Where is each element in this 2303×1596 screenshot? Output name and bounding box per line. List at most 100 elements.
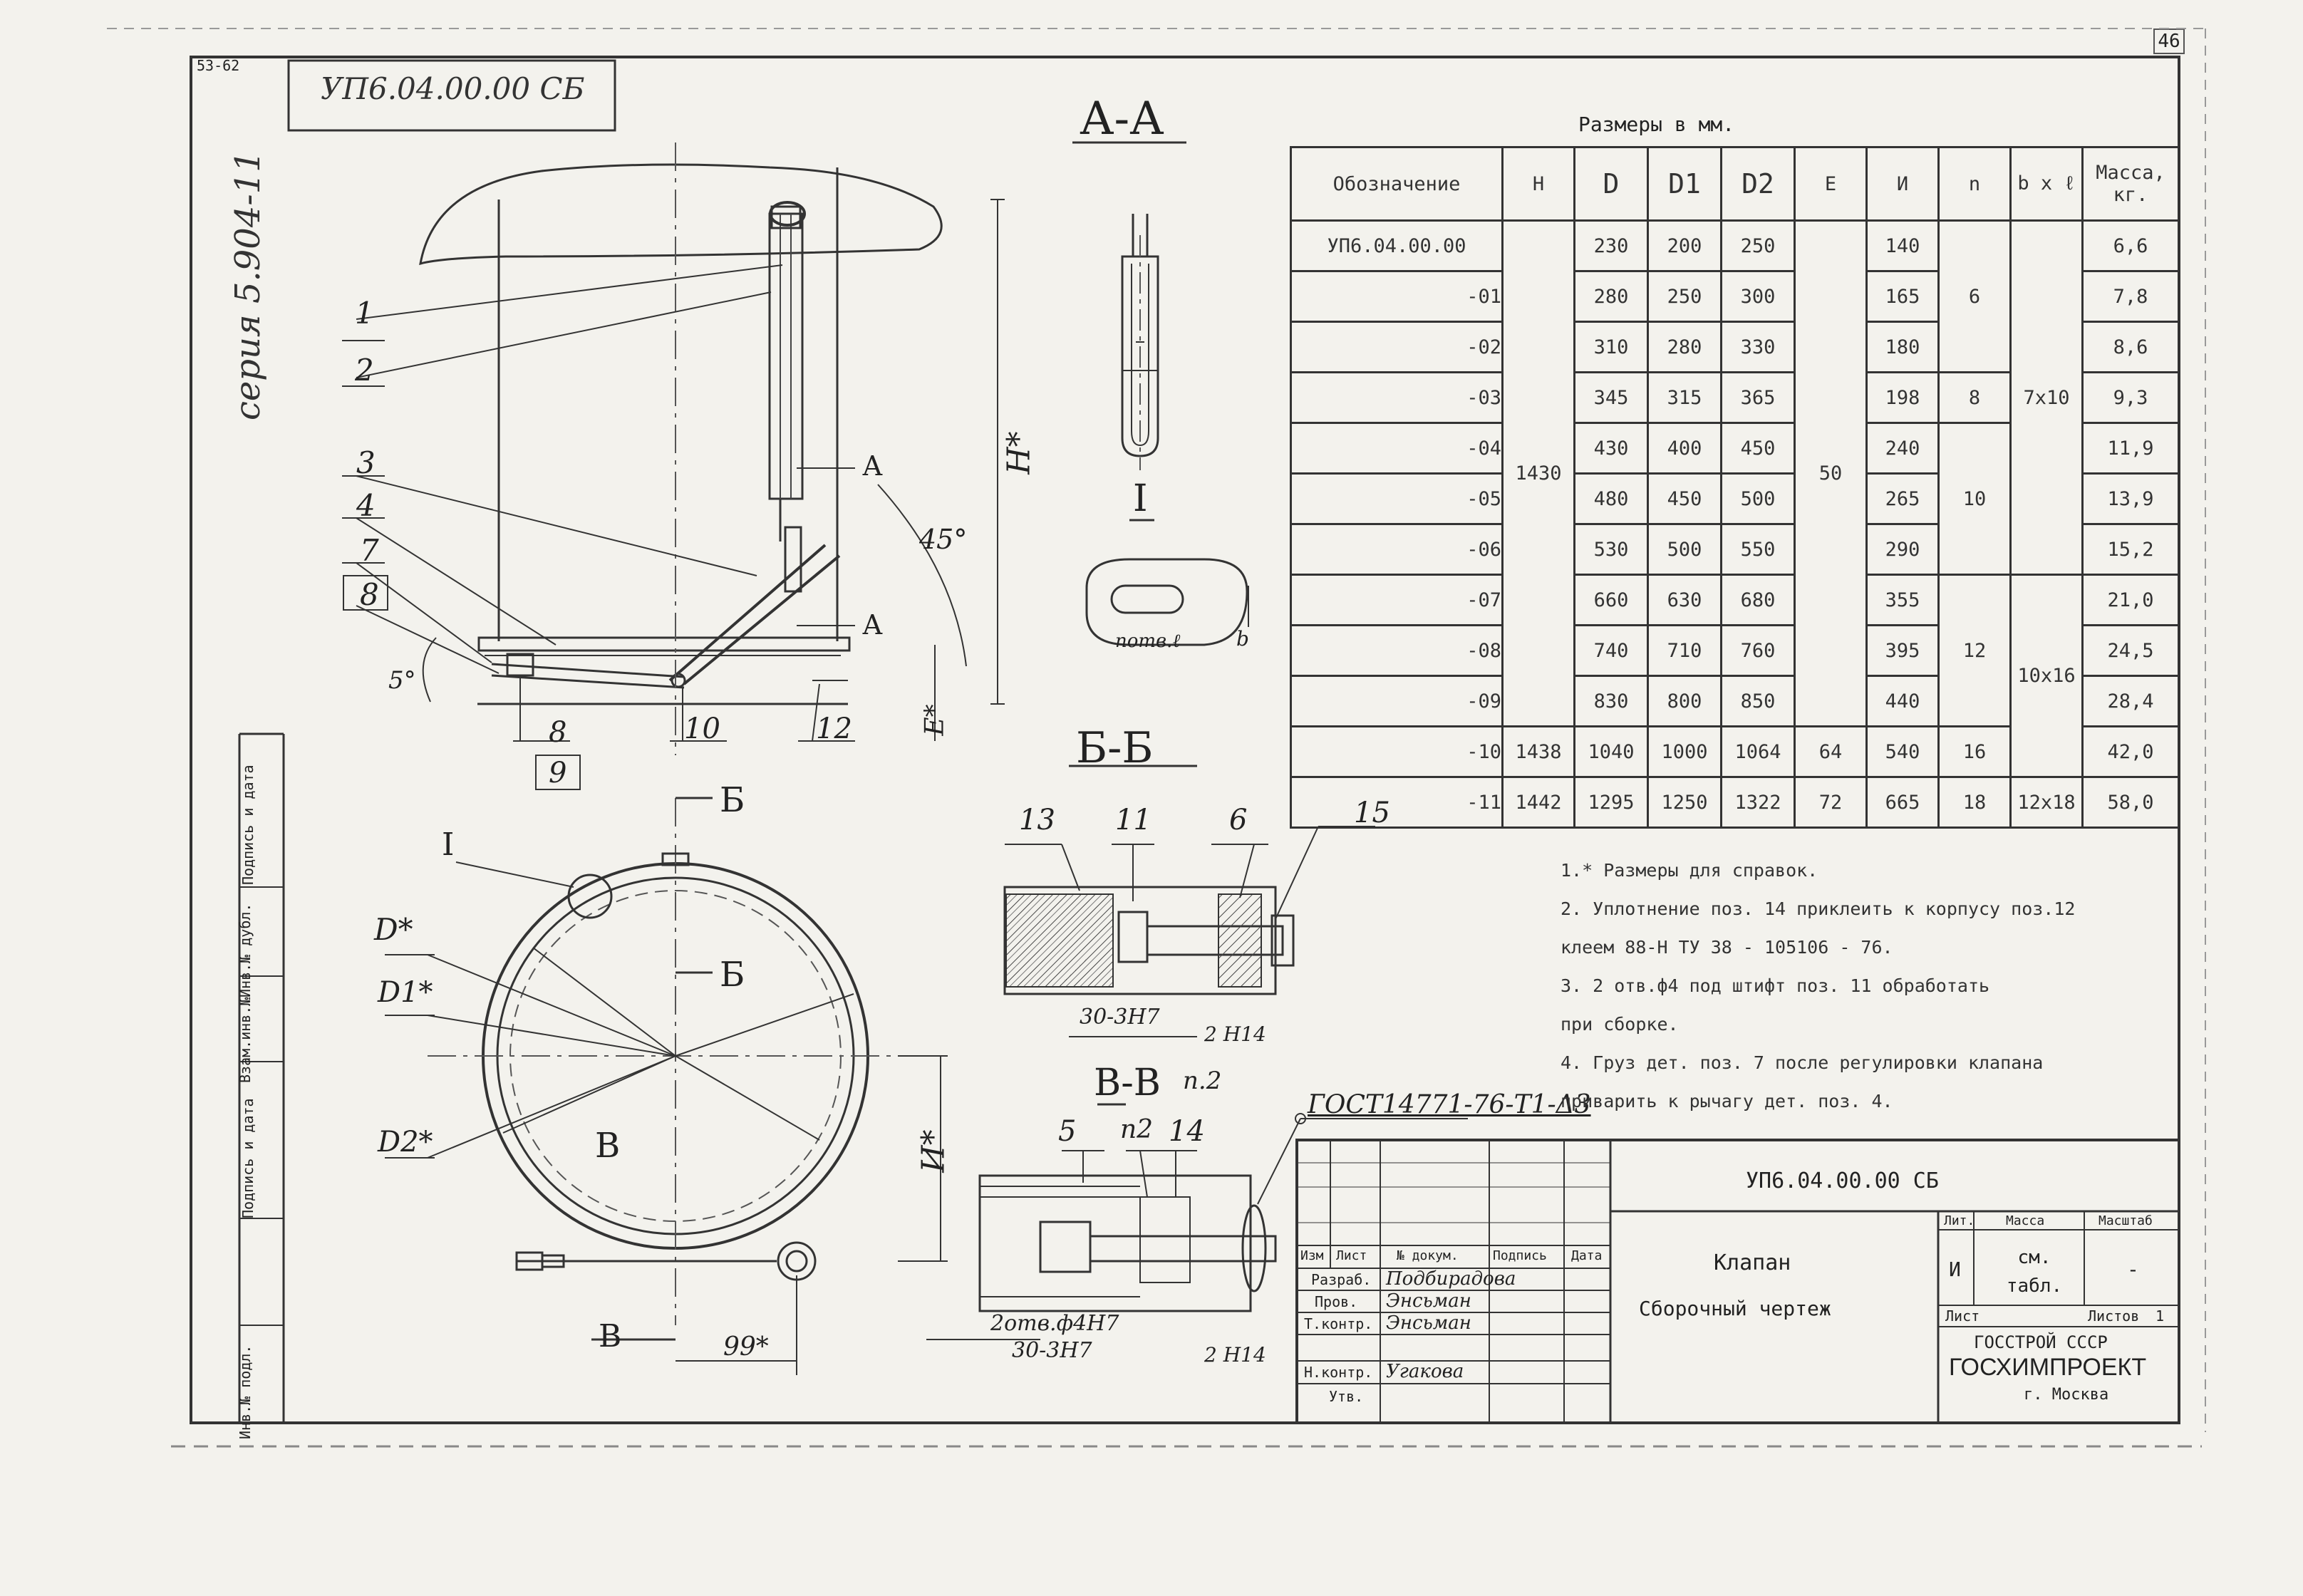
- tb-city: г. Москва: [2024, 1386, 2109, 1404]
- cell-n: 6: [1937, 219, 2012, 373]
- header-n: n: [1937, 146, 2012, 222]
- header-d: D: [1573, 146, 1649, 222]
- cell-designation: -02: [1290, 321, 1504, 373]
- cell-d1: 200: [1647, 219, 1722, 272]
- callout-4: 4: [356, 488, 376, 523]
- series-label: серия 5.904-11: [228, 150, 268, 420]
- tb-lit: И: [1949, 1258, 1961, 1281]
- arrow-a-top: А: [862, 450, 883, 482]
- cell-i: 665: [1865, 776, 1940, 829]
- title-block-lines: [1295, 1139, 2180, 1424]
- cell-d: 1040: [1573, 725, 1649, 778]
- detail-i-label: I: [1133, 477, 1148, 520]
- cell-mass: 28,4: [2081, 675, 2180, 727]
- dim-b-label: b: [1236, 627, 1249, 651]
- header-d1: D1: [1647, 146, 1722, 222]
- cell-mass: 13,9: [2081, 472, 2180, 525]
- cell-d: 530: [1573, 523, 1649, 576]
- cell-designation: -01: [1290, 270, 1504, 323]
- section-v-v-title: В-В: [1094, 1062, 1161, 1104]
- cell-d2: 250: [1720, 219, 1796, 272]
- cell-d1: 630: [1647, 574, 1722, 626]
- cell-d: 280: [1573, 270, 1649, 323]
- tb-doc-type: Сборочный чертеж: [1639, 1297, 1831, 1320]
- header-e: E: [1794, 146, 1868, 222]
- header-d2: D2: [1720, 146, 1796, 222]
- callout-11: 11: [1115, 804, 1152, 836]
- cell-mass: 15,2: [2081, 523, 2180, 576]
- side-stamp-1: Подпись и дата: [239, 765, 257, 885]
- arrow-b-mid: Б: [720, 955, 745, 995]
- callout-12: 12: [816, 712, 852, 745]
- cell-i: 540: [1865, 725, 1940, 778]
- cell-i: 440: [1865, 675, 1940, 727]
- table-caption: Размеры в мм.: [1578, 113, 1735, 136]
- cell-d2: 500: [1720, 472, 1796, 525]
- cell-designation: -03: [1290, 371, 1504, 424]
- tb-org2: ГОСХИМПРОЕКТ: [1949, 1354, 2147, 1381]
- cell-d2: 680: [1720, 574, 1796, 626]
- cell-i: 240: [1865, 422, 1940, 475]
- cell-mass: 21,0: [2081, 574, 2180, 626]
- callout-8b: 8: [549, 716, 567, 749]
- header-i: И: [1865, 146, 1940, 222]
- note-4b: приварить к рычагу дет. поз. 4.: [1561, 1091, 1893, 1112]
- cell-mass: 7,8: [2081, 270, 2180, 323]
- angle-5-label: 5°: [388, 666, 416, 695]
- cell-i: 395: [1865, 624, 1940, 677]
- bb-nh-label: 2 Н14: [1204, 1022, 1266, 1046]
- dim-99-label: 99*: [723, 1332, 769, 1362]
- cell-i: 198: [1865, 371, 1940, 424]
- header-h: H: [1501, 146, 1575, 222]
- tb-col-doc: № докум.: [1397, 1248, 1459, 1263]
- cell-n: 12: [1937, 574, 2012, 727]
- header-designation: Обозначение: [1290, 146, 1504, 222]
- callout-7: 7: [360, 533, 379, 568]
- cell-d2: 550: [1720, 523, 1796, 576]
- cell-designation: УП6.04.00.00: [1290, 219, 1504, 272]
- arrow-v-left: В: [595, 1126, 621, 1166]
- cell-designation: -06: [1290, 523, 1504, 576]
- cell-d1: 800: [1647, 675, 1722, 727]
- callout-8a: 8: [360, 577, 379, 612]
- cell-designation: -11: [1290, 776, 1504, 829]
- tb-col-date: Дата: [1571, 1248, 1603, 1263]
- tb-col-izm: Изм: [1300, 1248, 1324, 1263]
- notes-block: 1.* Размеры для справок. 2. Уплотнение п…: [1561, 851, 2173, 1121]
- tb-role-nkontr: Н.контр.: [1304, 1364, 1373, 1381]
- tb-name: Клапан: [1714, 1250, 1791, 1275]
- dim-i-label: И*: [915, 1129, 952, 1173]
- vv-holes-label: 2отв.ф4Н7: [990, 1311, 1119, 1336]
- cell-d1: 450: [1647, 472, 1722, 525]
- cell-n: 8: [1937, 371, 2012, 424]
- cell-e: 64: [1794, 725, 1868, 778]
- cell-i: 290: [1865, 523, 1940, 576]
- cell-designation: -08: [1290, 624, 1504, 677]
- cell-d2: 1064: [1720, 725, 1796, 778]
- dim-d-label: D*: [374, 912, 413, 947]
- dim-d1-label: D1*: [378, 976, 433, 1009]
- weld-label: ГОСТ14771-76-Т1-Δ3: [1308, 1090, 1591, 1119]
- tb-scale: -: [2127, 1258, 2139, 1281]
- cell-d2: 330: [1720, 321, 1796, 373]
- dimensions-table: Обозначение H D D1 D2 E И n b x ℓ Масса,…: [1290, 146, 2180, 829]
- cell-i: 265: [1865, 472, 1940, 525]
- cell-d: 1295: [1573, 776, 1649, 829]
- cell-d2: 1322: [1720, 776, 1796, 829]
- section-a-a-title: А-А: [1080, 93, 1164, 145]
- arrow-v-bottom: В: [599, 1318, 622, 1354]
- tb-role-tkontr: Т.контр.: [1304, 1315, 1373, 1332]
- callout-5: 5: [1058, 1115, 1077, 1148]
- cell-d1: 280: [1647, 321, 1722, 373]
- vv-fit-label: 30-3Н7: [1012, 1338, 1092, 1363]
- cell-mass: 58,0: [2081, 776, 2180, 829]
